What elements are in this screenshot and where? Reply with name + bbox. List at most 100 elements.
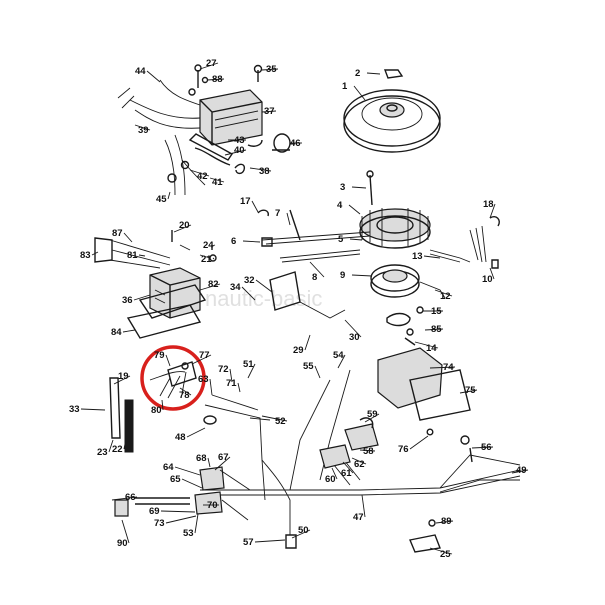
callout-leader-83 <box>91 251 99 256</box>
callout-leader-18 <box>489 203 496 219</box>
callout-label-1: 1 <box>342 81 348 92</box>
callout-leader-22 <box>123 443 126 450</box>
power-pack-assembly <box>117 64 291 196</box>
callout-label-79: 79 <box>154 350 165 361</box>
callout-leader-38 <box>249 167 272 172</box>
callout-label-8: 8 <box>312 272 317 283</box>
callout-leader-78 <box>179 387 192 396</box>
flywheel-part <box>343 69 441 153</box>
callout-label-59: 59 <box>367 409 378 420</box>
callout-label-25: 25 <box>440 549 451 560</box>
callout-leader-36 <box>133 294 151 301</box>
callout-label-41: 41 <box>212 177 223 188</box>
callout-leader-44 <box>146 70 161 83</box>
callout-leader-74 <box>429 366 456 369</box>
callout-label-75: 75 <box>465 385 476 396</box>
callout-leader-69 <box>160 510 196 513</box>
callout-label-7: 7 <box>275 208 280 219</box>
callout-label-73: 73 <box>154 518 165 529</box>
callout-label-62: 62 <box>354 459 365 470</box>
callout-leader-24 <box>211 244 216 247</box>
callout-leader-61 <box>342 461 354 474</box>
callout-label-15: 15 <box>431 306 442 317</box>
callout-leader-71 <box>237 382 241 393</box>
callout-leader-47 <box>361 494 366 518</box>
callout-label-12: 12 <box>440 291 451 302</box>
callout-leader-48 <box>186 427 206 438</box>
callout-leader-8 <box>309 261 325 278</box>
callout-label-9: 9 <box>340 270 345 281</box>
callout-label-77: 77 <box>199 350 210 361</box>
callout-leader-63 <box>209 378 213 396</box>
callout-leader-68 <box>207 457 211 468</box>
callout-label-37: 37 <box>264 106 275 117</box>
callout-label-82: 82 <box>208 279 219 290</box>
callout-leader-51 <box>247 363 256 379</box>
callout-leader-19 <box>113 375 131 385</box>
callout-leader-66 <box>111 496 138 501</box>
callout-leader-9 <box>351 274 373 277</box>
callout-label-42: 42 <box>197 171 208 182</box>
callout-label-71: 71 <box>226 378 237 389</box>
callout-leader-30 <box>344 319 362 338</box>
callout-leader-45 <box>167 191 171 200</box>
callout-label-34: 34 <box>230 282 241 293</box>
callout-label-20: 20 <box>179 220 190 231</box>
callout-leader-29 <box>304 334 311 351</box>
callout-label-5: 5 <box>338 234 344 245</box>
callout-leader-59 <box>364 413 380 423</box>
callout-leader-34 <box>241 286 256 301</box>
callout-label-40: 40 <box>234 145 245 156</box>
callout-label-76: 76 <box>398 444 409 455</box>
callout-label-4: 4 <box>337 200 343 211</box>
callout-leader-5 <box>349 238 363 241</box>
callout-leader-21 <box>212 257 215 260</box>
callout-leader-84 <box>122 329 136 333</box>
callout-leader-53 <box>194 513 199 534</box>
callout-label-23: 23 <box>97 447 108 458</box>
callout-label-36: 36 <box>122 295 133 306</box>
callout-leader-55 <box>314 365 321 379</box>
callout-label-90: 90 <box>117 538 128 549</box>
callout-label-33: 33 <box>69 404 80 415</box>
callout-leader-65 <box>181 478 203 489</box>
callout-label-46: 46 <box>290 138 301 149</box>
callout-label-30: 30 <box>349 332 360 343</box>
callout-label-88: 88 <box>212 74 223 85</box>
main-wiring-harness <box>109 347 521 553</box>
callout-label-57: 57 <box>243 537 254 548</box>
callout-label-54: 54 <box>333 350 344 361</box>
callout-leader-10 <box>489 267 495 280</box>
callout-leader-75 <box>459 389 478 394</box>
callout-label-17: 17 <box>240 196 251 207</box>
callout-leader-6 <box>242 240 261 243</box>
callout-label-48: 48 <box>175 432 186 443</box>
callout-label-83: 83 <box>80 250 91 261</box>
callout-leader-62 <box>351 457 367 465</box>
callout-label-6: 6 <box>231 236 236 247</box>
callout-leader-27 <box>199 62 219 70</box>
callout-label-69: 69 <box>149 506 160 517</box>
callout-label-52: 52 <box>275 416 286 427</box>
callout-label-39: 39 <box>138 125 149 136</box>
callout-leader-64 <box>174 466 201 476</box>
callout-label-60: 60 <box>325 474 336 485</box>
callout-leader-37 <box>261 110 277 113</box>
callout-leader-56 <box>471 446 494 449</box>
callout-label-35: 35 <box>266 64 277 75</box>
callout-leader-90 <box>121 519 130 544</box>
watermark-text: nautic-basic <box>205 286 322 311</box>
callout-leader-57 <box>254 539 286 543</box>
callout-leader-7 <box>286 212 291 226</box>
callout-leader-85 <box>424 328 444 331</box>
callout-label-58: 58 <box>363 446 374 457</box>
callout-leader-81 <box>138 254 146 257</box>
callout-label-50: 50 <box>298 525 309 536</box>
callout-leader-17 <box>251 200 259 213</box>
callout-leader-60 <box>331 467 338 480</box>
callout-label-32: 32 <box>244 275 255 286</box>
callout-leader-76 <box>409 435 429 450</box>
callout-label-55: 55 <box>303 361 314 372</box>
